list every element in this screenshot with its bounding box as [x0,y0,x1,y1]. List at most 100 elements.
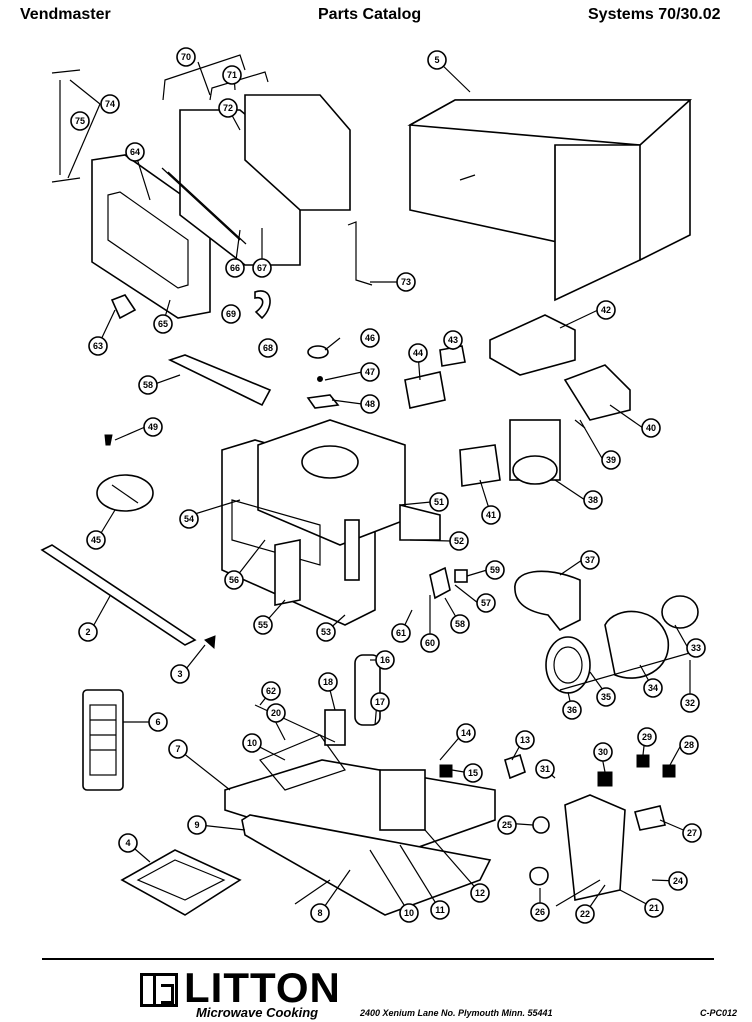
svg-text:33: 33 [691,643,701,653]
callout-58-upper: 58 [138,375,158,395]
svg-text:41: 41 [486,510,496,520]
transformer-blower-part [429,419,701,694]
callout-43: 43 [443,330,463,350]
svg-text:7: 7 [175,744,180,754]
callout-37: 37 [580,550,600,570]
svg-text:46: 46 [365,333,375,343]
header-right-title: Systems 70/30.02 [588,6,721,23]
svg-text:32: 32 [685,698,695,708]
footer-divider [42,958,714,960]
base-plate-part [224,654,676,916]
callout-64: 64 [125,142,145,162]
callout-66: 66 [225,258,245,278]
svg-text:15: 15 [468,768,478,778]
svg-text:16: 16 [380,655,390,665]
callout-41: 41 [481,505,501,525]
header-center-title: Parts Catalog [318,6,422,23]
svg-text:22: 22 [580,909,590,919]
callout-54: 54 [179,509,199,529]
svg-text:18: 18 [323,677,333,687]
svg-text:59: 59 [490,565,500,575]
svg-text:34: 34 [648,683,658,693]
svg-text:52: 52 [454,536,464,546]
logo-brand-text: LITTON [184,964,341,1011]
callout-40: 40 [641,418,661,438]
callout-35: 35 [596,687,616,707]
callout-18: 18 [318,672,338,692]
callout-10: 10 [242,733,262,753]
svg-text:53: 53 [321,627,331,637]
svg-text:10: 10 [404,908,414,918]
svg-text:58: 58 [455,619,465,629]
svg-text:21: 21 [649,903,659,913]
callout-53: 53 [316,622,336,642]
catalog-code: C-PC012 [700,1008,738,1018]
callout-67: 67 [252,258,272,278]
callout-74: 74 [100,94,120,114]
callout-28: 28 [679,735,699,755]
svg-text:30: 30 [598,747,608,757]
svg-text:51: 51 [434,497,444,507]
callout-49: 49 [143,417,163,437]
callout-11: 11 [430,900,450,920]
svg-text:47: 47 [365,367,375,377]
svg-text:43: 43 [448,335,458,345]
callout-46: 46 [360,328,380,348]
callout-65: 65 [153,314,173,334]
callout-5: 5 [427,50,447,70]
svg-text:74: 74 [105,99,115,109]
svg-text:37: 37 [585,555,595,565]
callout-70: 70 [176,47,196,67]
svg-text:44: 44 [413,348,423,358]
svg-text:6: 6 [155,717,160,727]
svg-text:28: 28 [684,740,694,750]
svg-text:26: 26 [535,907,545,917]
callout-51: 51 [429,492,449,512]
svg-text:60: 60 [425,638,435,648]
svg-text:62: 62 [266,686,276,696]
control-panel-part [82,689,124,791]
svg-text:57: 57 [481,598,491,608]
callout-63: 63 [88,336,108,356]
svg-text:31: 31 [540,764,550,774]
svg-text:68: 68 [263,343,273,353]
callout-68: 68 [258,338,278,358]
callout-61: 61 [391,623,411,643]
callout-2: 2 [78,622,98,642]
callout-55: 55 [253,615,273,635]
svg-text:71: 71 [227,70,237,80]
oven-cavity-part [96,419,441,626]
svg-text:17: 17 [375,697,385,707]
callout-39: 39 [601,450,621,470]
svg-text:35: 35 [601,692,611,702]
callout-14: 14 [456,723,476,743]
svg-text:36: 36 [567,705,577,715]
callout-56: 56 [224,570,244,590]
svg-text:40: 40 [646,423,656,433]
header-left-title: Vendmaster [20,6,111,23]
callout-71: 71 [222,65,242,85]
callout-36: 36 [562,700,582,720]
callout-48: 48 [360,394,380,414]
svg-text:20: 20 [271,708,281,718]
callout-62: 62 [261,681,281,701]
svg-text:4: 4 [125,838,130,848]
callout-24: 24 [668,871,688,891]
svg-text:63: 63 [93,341,103,351]
svg-text:45: 45 [91,535,101,545]
callout-7: 7 [168,739,188,759]
callout-31: 31 [535,759,555,779]
svg-text:56: 56 [229,575,239,585]
svg-text:67: 67 [257,263,267,273]
callout-17: 17 [370,692,390,712]
svg-text:25: 25 [502,820,512,830]
svg-text:72: 72 [223,103,233,113]
svg-text:61: 61 [396,628,406,638]
svg-text:69: 69 [226,309,236,319]
callout-58-lower: 58 [450,614,470,634]
svg-text:10: 10 [247,738,257,748]
svg-text:48: 48 [365,399,375,409]
callout-45: 45 [86,530,106,550]
svg-text:29: 29 [642,732,652,742]
callout-52: 52 [449,531,469,551]
